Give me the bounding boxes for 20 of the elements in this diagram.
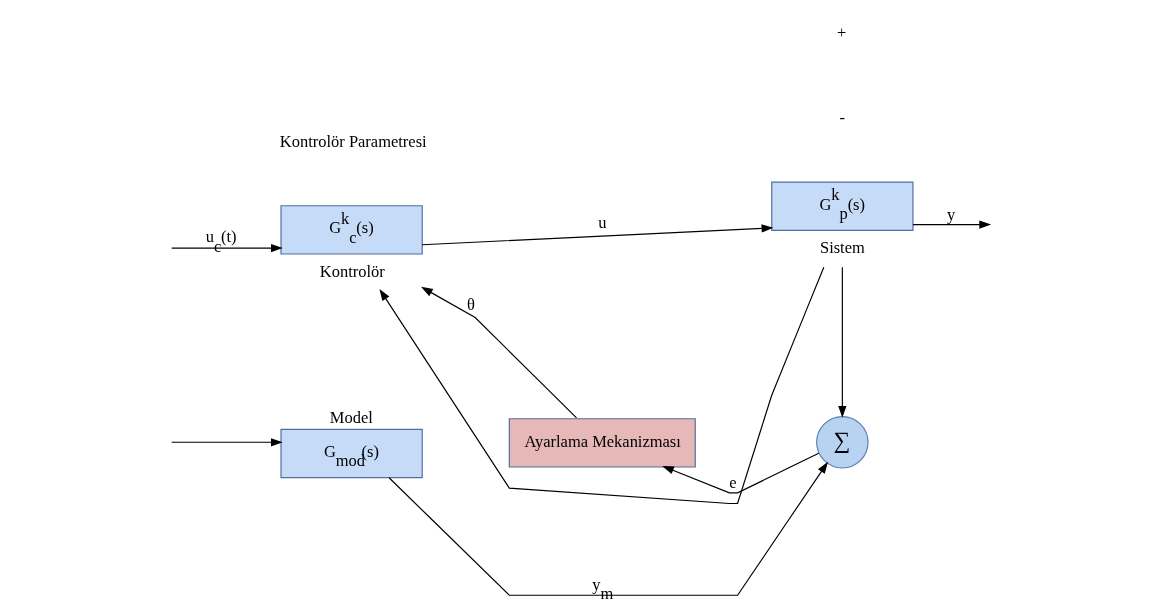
arrow xyxy=(837,266,846,418)
node-circle: ∑ xyxy=(815,416,869,469)
edge-label: e xyxy=(728,473,737,493)
arrow xyxy=(420,286,577,419)
edge-label: θ xyxy=(466,294,475,314)
edge-label: u xyxy=(597,213,606,233)
arrow xyxy=(661,452,819,494)
label: - xyxy=(838,108,845,127)
label: + xyxy=(836,23,846,43)
edge-label: y xyxy=(946,205,955,225)
node-label: Sistem xyxy=(819,238,865,258)
arrow xyxy=(388,461,828,596)
arrow xyxy=(170,243,283,253)
arrow xyxy=(378,266,824,505)
arrow xyxy=(170,438,283,447)
node-label: Model xyxy=(329,407,373,427)
arrow xyxy=(421,224,773,246)
arrow xyxy=(911,220,991,229)
node-label: Kontrolör xyxy=(319,261,385,281)
label: Kontrolör Parametresi xyxy=(279,131,427,151)
